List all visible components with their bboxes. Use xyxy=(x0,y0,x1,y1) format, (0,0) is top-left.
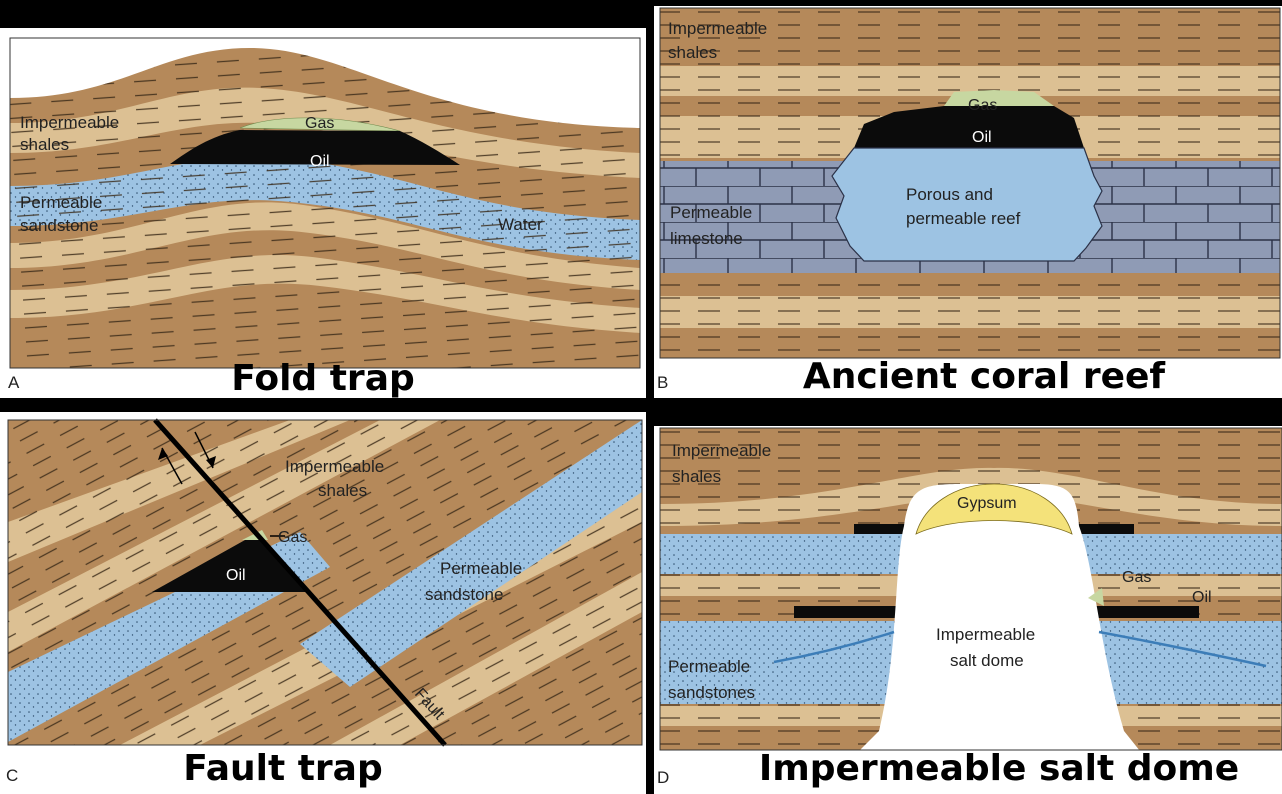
gypsum-cap xyxy=(915,483,1073,535)
panel-coral-reef: Impermeable shales Gas Oil Porous and pe… xyxy=(654,6,1282,398)
label-gas: Gas xyxy=(968,97,997,114)
fold-trap-diagram: Impermeable shales Gas Oil Permeable san… xyxy=(9,37,641,369)
label-sandstone-2: sandstone xyxy=(20,216,98,235)
label-shales-2: shales xyxy=(672,467,721,486)
oil-pocket xyxy=(170,130,460,165)
gas-pocket xyxy=(944,90,1054,106)
label-gas: Gas xyxy=(1122,569,1151,586)
label-limestone-1: Permeable xyxy=(670,203,752,222)
panel-letter-a: A xyxy=(8,373,20,392)
label-oil: Oil xyxy=(226,567,246,584)
label-shales-2: shales xyxy=(318,481,367,500)
panel-title-fold-trap: Fold trap xyxy=(231,358,415,398)
coral-reef-diagram: Impermeable shales Gas Oil Porous and pe… xyxy=(659,7,1281,359)
label-shales-2: shales xyxy=(20,135,69,154)
label-reef-1: Porous and xyxy=(906,185,993,204)
label-sandstones-2: sandstones xyxy=(668,683,755,702)
label-water: Water xyxy=(498,215,543,234)
label-shales-1: Impermeable xyxy=(672,441,771,460)
fault-line xyxy=(153,418,447,747)
salt-dome xyxy=(854,484,1144,756)
panel-letter-d: D xyxy=(657,768,670,787)
label-limestone-2: limestone xyxy=(670,229,743,248)
panel-title-coral-reef: Ancient coral reef xyxy=(802,356,1166,397)
label-salt-1: Impermeable xyxy=(936,625,1035,644)
panel-letter-b: B xyxy=(657,373,669,392)
label-oil: Oil xyxy=(310,153,330,170)
panel-fault-trap: Impermeable shales Gas Oil Permeable san… xyxy=(0,412,646,794)
gas-pocket xyxy=(239,117,401,132)
label-shales-1: Impermeable xyxy=(668,19,767,38)
salt-dome-diagram: Impermeable shales Gypsum Gas Oil Imperm… xyxy=(659,427,1282,756)
panel-salt-dome: Impermeable shales Gypsum Gas Oil Imperm… xyxy=(654,426,1282,794)
fault-trap-diagram: Impermeable shales Gas Oil Permeable san… xyxy=(7,418,643,747)
label-gypsum: Gypsum xyxy=(957,495,1017,512)
panel-title-salt-dome: Impermeable salt dome xyxy=(758,748,1240,789)
label-oil: Oil xyxy=(1192,589,1212,606)
label-salt-2: salt dome xyxy=(950,651,1024,670)
label-sandstone-2: sandstone xyxy=(425,585,503,604)
label-shales-1: Impermeable xyxy=(20,113,119,132)
label-sandstone-1: Permeable xyxy=(20,193,102,212)
oil-pocket xyxy=(854,106,1084,148)
label-gas: Gas xyxy=(278,529,307,546)
label-shales-1: Impermeable xyxy=(285,457,384,476)
label-sandstones-1: Permeable xyxy=(668,657,750,676)
panel-title-fault-trap: Fault trap xyxy=(183,748,383,789)
label-reef-2: permeable reef xyxy=(906,209,1021,228)
gas-pocket xyxy=(1088,588,1104,606)
label-sandstone-1: Permeable xyxy=(440,559,522,578)
label-gas: Gas xyxy=(305,115,334,132)
panel-letter-c: C xyxy=(6,766,19,785)
panel-fold-trap: Impermeable shales Gas Oil Permeable san… xyxy=(0,28,646,398)
label-oil: Oil xyxy=(972,129,992,146)
porous-reef xyxy=(831,147,1103,262)
label-shales-2: shales xyxy=(668,43,717,62)
